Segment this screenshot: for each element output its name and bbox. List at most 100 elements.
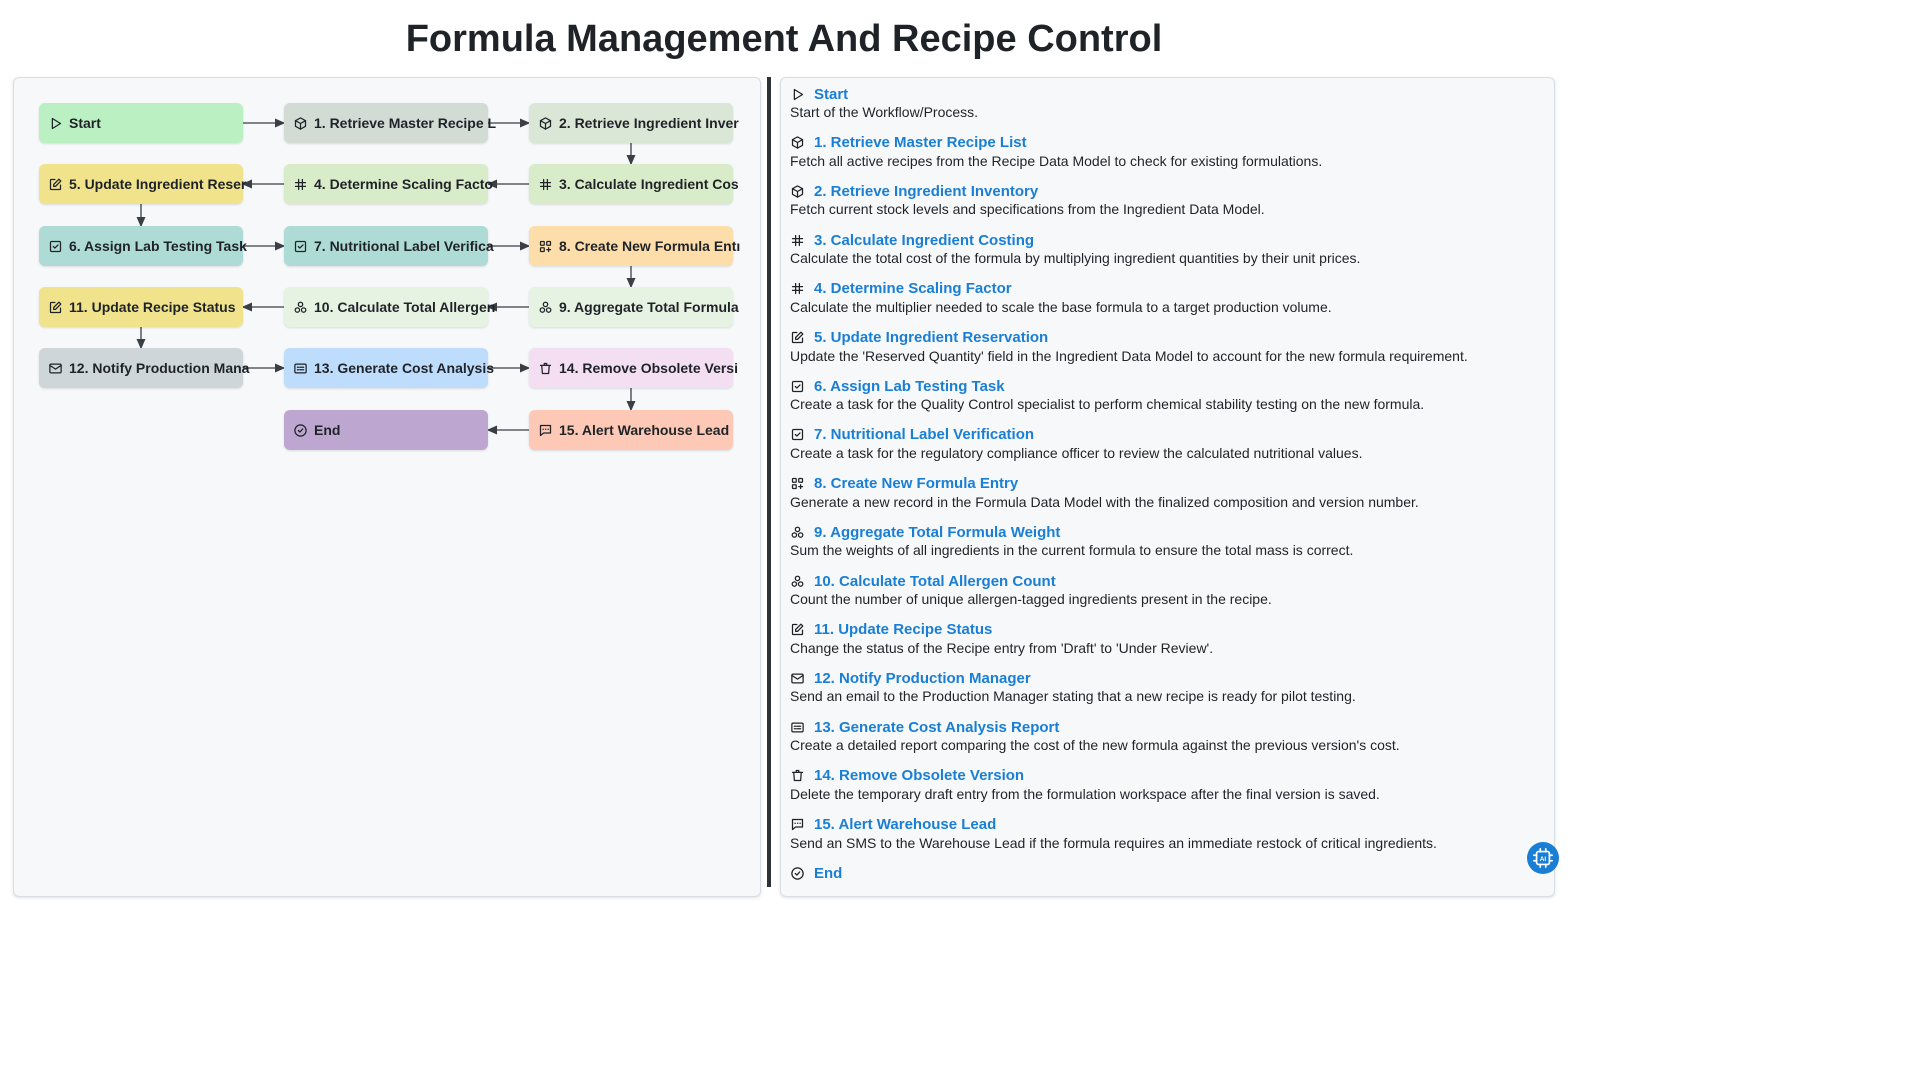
circles-icon	[538, 300, 553, 315]
step-header[interactable]: 4. Determine Scaling Factor	[790, 280, 1530, 298]
flow-node-n8[interactable]: 8. Create New Formula Entı	[529, 226, 740, 266]
checkbox-icon	[790, 427, 805, 442]
step-header[interactable]: Start	[790, 85, 1530, 103]
step-description: Count the number of unique allergen-tagg…	[790, 591, 1272, 607]
flow-node-label: 6. Assign Lab Testing Task	[69, 238, 247, 254]
panel-divider[interactable]	[767, 77, 771, 887]
edit-icon	[48, 300, 63, 315]
step-header[interactable]: 3. Calculate Ingredient Costing	[790, 231, 1530, 249]
flow-node-n12[interactable]: 12. Notify Production Mana	[39, 348, 249, 388]
flow-node-start[interactable]: Start	[39, 103, 243, 143]
flow-node-n5[interactable]: 5. Update Ingredient Reser	[39, 164, 246, 204]
trash-icon	[538, 361, 553, 376]
edit-icon	[790, 622, 805, 637]
step-header[interactable]: 2. Retrieve Ingredient Inventory	[790, 182, 1530, 200]
step-header[interactable]: 10. Calculate Total Allergen Count	[790, 572, 1530, 590]
step-description: Create a task for the Quality Control sp…	[790, 396, 1425, 413]
step-title[interactable]: 2. Retrieve Ingredient Inventory	[814, 182, 1039, 200]
step-description: Create a detailed report comparing the c…	[790, 737, 1400, 754]
flow-node-label: 15. Alert Warehouse Lead	[559, 422, 730, 438]
edit-icon	[48, 177, 63, 192]
step-title[interactable]: 1. Retrieve Master Recipe List	[814, 134, 1027, 152]
step-header[interactable]: 15. Alert Warehouse Lead	[790, 816, 1530, 834]
step-title[interactable]: 5. Update Ingredient Reservation	[814, 329, 1049, 346]
flow-node-label: 9. Aggregate Total Formula	[559, 299, 739, 315]
step-description: Send an SMS to the Warehouse Lead if the…	[790, 834, 1437, 851]
step-description: Calculate the multiplier needed to scale…	[790, 298, 1332, 315]
step-header[interactable]: 9. Aggregate Total Formula Weight	[790, 523, 1530, 541]
ai-assistant-button[interactable]: AI	[1527, 842, 1559, 874]
ai-badge-label: AI	[1540, 856, 1547, 863]
step-title[interactable]: 11. Update Recipe Status	[814, 621, 993, 639]
step-header[interactable]: End	[790, 864, 1530, 882]
step-header[interactable]: 6. Assign Lab Testing Task	[790, 377, 1530, 395]
checkbox-icon	[790, 379, 805, 394]
circles-icon	[790, 574, 805, 589]
flow-node-end[interactable]: End	[284, 410, 488, 450]
step-header[interactable]: 8. Create New Formula Entry	[790, 475, 1530, 493]
trash-icon	[790, 768, 805, 783]
flow-node-label: 8. Create New Formula Entı	[559, 238, 741, 254]
step-header[interactable]: 12. Notify Production Manager	[790, 669, 1530, 687]
hash-icon	[790, 281, 805, 296]
step-title[interactable]: 12. Notify Production Manager	[814, 669, 1031, 687]
play-icon	[790, 87, 805, 102]
flow-node-n10[interactable]: 10. Calculate Total Allergen	[284, 287, 495, 327]
step-title[interactable]: Start	[814, 85, 849, 103]
step-description: Update the 'Reserved Quantity' field in …	[790, 347, 1468, 364]
step-title[interactable]: 6. Assign Lab Testing Task	[814, 377, 1005, 395]
step-description: Start of the Workflow/Process.	[790, 104, 979, 120]
flow-node-n7[interactable]: 7. Nutritional Label Verifica	[284, 226, 494, 266]
step-header[interactable]: 7. Nutritional Label Verification	[790, 426, 1530, 444]
step-header[interactable]: 13. Generate Cost Analysis Report	[790, 718, 1530, 736]
step-title[interactable]: 8. Create New Formula Entry	[814, 475, 1019, 493]
step-header[interactable]: 1. Retrieve Master Recipe List	[790, 134, 1530, 152]
step-title[interactable]: End	[814, 864, 843, 882]
mail-icon	[790, 671, 805, 686]
step-header[interactable]: 11. Update Recipe Status	[790, 621, 1530, 639]
step-title[interactable]: 3. Calculate Ingredient Costing	[814, 231, 1035, 249]
step-title[interactable]: 14. Remove Obsolete Version	[814, 767, 1025, 785]
flow-node-label: Start	[69, 115, 101, 131]
cube-icon	[538, 116, 553, 131]
step-title[interactable]: 9. Aggregate Total Formula Weight	[814, 523, 1061, 541]
step-description: Fetch all active recipes from the Recipe…	[790, 152, 1323, 169]
step-title[interactable]: 4. Determine Scaling Factor	[814, 280, 1012, 298]
step-description: Change the status of the Recipe entry fr…	[790, 639, 1214, 656]
step-description: Delete the temporary draft entry from th…	[790, 785, 1380, 802]
step-title[interactable]: 15. Alert Warehouse Lead	[814, 816, 997, 833]
flow-node-label: 14. Remove Obsolete Versi	[559, 360, 738, 376]
report-icon	[790, 720, 805, 735]
step-header[interactable]: 5. Update Ingredient Reservation	[790, 329, 1530, 347]
hash-icon	[538, 177, 553, 192]
step-title[interactable]: 13. Generate Cost Analysis Report	[814, 718, 1060, 736]
flow-node-n13[interactable]: 13. Generate Cost Analysis	[284, 348, 494, 388]
flow-node-label: End	[314, 422, 341, 438]
flow-node-n2[interactable]: 2. Retrieve Ingredient Inver	[529, 103, 739, 143]
cube-icon	[790, 135, 805, 150]
step-title[interactable]: 7. Nutritional Label Verification	[814, 426, 1035, 444]
flow-node-n14[interactable]: 14. Remove Obsolete Versi	[529, 348, 738, 388]
flow-node-n6[interactable]: 6. Assign Lab Testing Task	[39, 226, 247, 266]
step-title[interactable]: 10. Calculate Total Allergen Count	[814, 572, 1056, 590]
flow-node-n3[interactable]: 3. Calculate Ingredient Cos	[529, 164, 739, 204]
flow-node-n15[interactable]: 15. Alert Warehouse Lead	[529, 410, 733, 450]
step-header[interactable]: 14. Remove Obsolete Version	[790, 767, 1530, 785]
grid-plus-icon	[538, 239, 553, 254]
cube-icon	[790, 184, 805, 199]
flow-node-n9[interactable]: 9. Aggregate Total Formula	[529, 287, 739, 327]
sms-icon	[538, 423, 553, 438]
checkbox-icon	[293, 239, 308, 254]
flow-node-n11[interactable]: 11. Update Recipe Status	[39, 287, 243, 327]
flow-node-n1[interactable]: 1. Retrieve Master Recipe L	[284, 103, 496, 143]
flow-node-label: 7. Nutritional Label Verifica	[314, 238, 494, 254]
flow-node-label: 3. Calculate Ingredient Cos	[559, 176, 739, 192]
flow-node-n4[interactable]: 4. Determine Scaling Facto	[284, 164, 493, 204]
